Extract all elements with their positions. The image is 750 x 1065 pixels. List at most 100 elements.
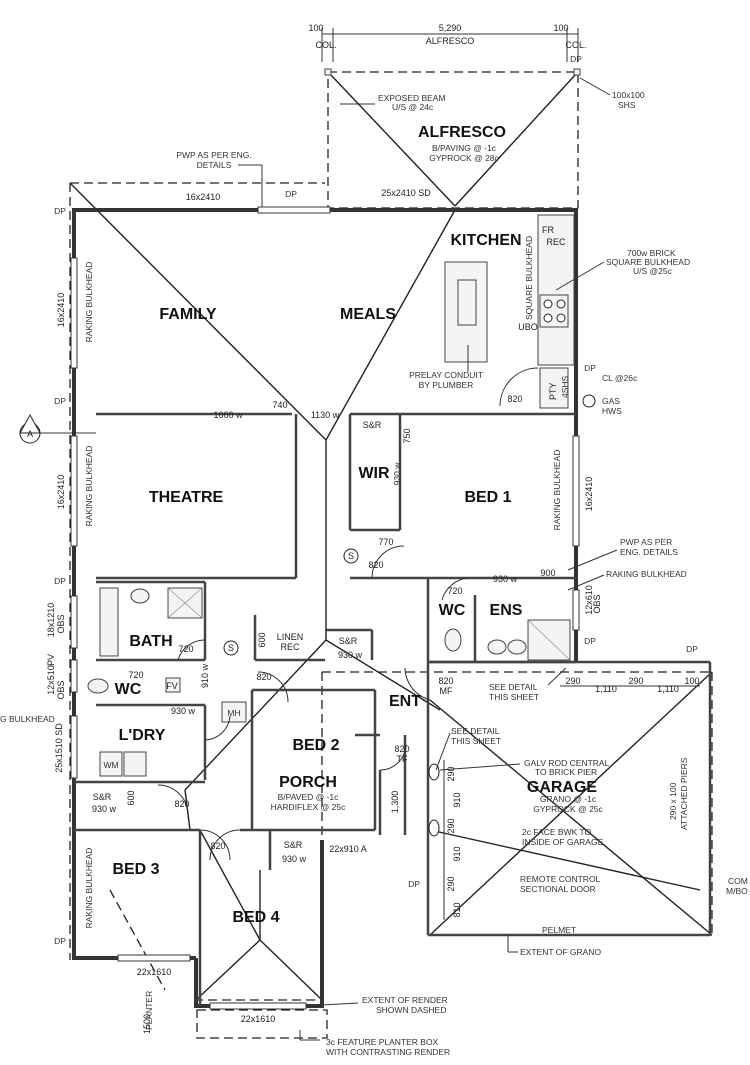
door-930-bed4: 930 w: [282, 854, 307, 864]
label-fr-rec: REC: [546, 237, 566, 247]
door-swings: [157, 367, 539, 861]
room-bed4: BED 4: [232, 909, 279, 926]
room-ens: ENS: [490, 602, 523, 619]
basin-icon: [130, 588, 150, 604]
top-dimension: 100 5,290 100 COL. ALFRESCO COL.: [308, 23, 587, 62]
door-tf: TF: [397, 754, 408, 764]
label-fv: FV: [166, 681, 178, 691]
note-garage-1: GRANO @ -1c: [540, 794, 597, 804]
room-wc: WC: [115, 681, 142, 698]
dim-5290: 5,290: [439, 23, 462, 33]
window-16x2410-right: 16x2410: [584, 477, 594, 512]
label-pty: PTY: [548, 382, 558, 400]
label-dp4: DP: [584, 363, 596, 373]
bathtub-icon: [99, 587, 119, 657]
room-meals: MEALS: [340, 306, 396, 323]
note-pwp-1: PWP AS PER ENG.: [176, 150, 251, 160]
room-labels: ALFRESCO KITCHEN FAMILY MEALS THEATRE WI…: [112, 124, 597, 926]
note-brick-3: U/S @25c: [633, 266, 673, 276]
room-ldry: L'DRY: [119, 727, 166, 744]
col-left-label: COL.: [315, 40, 336, 50]
room-porch: PORCH: [279, 774, 337, 791]
note-gas-1: GAS: [602, 396, 620, 406]
door-1600: 1600 w: [213, 410, 243, 420]
note-com-2: M/BO: [726, 886, 748, 896]
note-galv-2: TO BRICK PIER: [535, 767, 597, 777]
note-com-1: COM: [728, 876, 748, 886]
door-930-wir: 930 w: [392, 462, 402, 486]
note-exposed-beam-2: U/S @ 24c: [392, 102, 434, 112]
gar-dim-910-2: 910: [452, 846, 462, 861]
note-shs-2: SHS: [618, 100, 636, 110]
room-bath: BATH: [129, 633, 172, 650]
window-16x2410-left2: 16x2410: [56, 475, 66, 510]
door-600-linen: 600: [257, 632, 267, 647]
door-930-bed1: 930 w: [493, 574, 518, 584]
door-720-ens: 720: [447, 586, 462, 596]
gar-dim-1110b: 1,110: [657, 684, 679, 694]
ens-basin-icon: [487, 639, 507, 655]
label-dp3: DP: [54, 396, 66, 406]
label-linen: LINEN: [277, 632, 304, 642]
window-22x910: 22x910 A: [329, 844, 367, 854]
laundry-trough-icon: [123, 751, 147, 777]
room-bed1: BED 1: [464, 489, 511, 506]
note-prelay-1: PRELAY CONDUIT: [409, 370, 483, 380]
note-raking-left: G BULKHEAD: [0, 714, 55, 724]
note-piers-1: 290 x 100: [668, 782, 678, 820]
bathroom-fixtures: [87, 587, 571, 777]
note-prelay-2: BY PLUMBER: [419, 380, 474, 390]
roof-hips: [69, 182, 713, 1001]
small-labels: FR REC UBO PTY 4SHS SQUARE BULKHEAD S&R …: [54, 54, 698, 1030]
label-sr-wir: S&R: [363, 420, 382, 430]
label-wm: WM: [103, 760, 118, 770]
note-remote-2: SECTIONAL DOOR: [520, 884, 596, 894]
label-sr-linen: S&R: [339, 636, 358, 646]
note-garage-2: GYPROCK @ 25c: [533, 804, 603, 814]
label-dp8: DP: [408, 879, 420, 889]
label-sr-bed4: S&R: [284, 840, 303, 850]
note-see-detail-2a: SEE DETAIL: [451, 726, 500, 736]
window-22x1610-b: 22x1610: [241, 1014, 276, 1024]
washing-machine-icon: [99, 751, 123, 777]
raking-bulkhead-bed1: RAKING BULKHEAD: [552, 450, 562, 531]
window-labels: 16x2410 25x2410 SD 16x2410 16x2410 18x12…: [46, 188, 602, 1024]
galv-rod-icon: [428, 819, 440, 837]
label-fr: FR: [542, 225, 554, 235]
note-planter-1: 3c FEATURE PLANTER BOX: [326, 1037, 439, 1047]
note-see-detail-1b: THIS SHEET: [489, 692, 539, 702]
dim-100-left: 100: [308, 23, 323, 33]
note-shs-1: 100x100: [612, 90, 645, 100]
label-mh: MH: [227, 708, 240, 718]
room-ent: ENT: [389, 693, 421, 710]
gar-dim-290-3: 290: [446, 876, 456, 891]
gar-dim-290a: 290: [565, 676, 580, 686]
room-garage: GARAGE: [527, 779, 598, 796]
note-porch-2: HARDIFLEX @ 25c: [271, 802, 347, 812]
note-facebwk-2: INSIDE OF GARAGE: [522, 837, 604, 847]
door-820-bed2: 820: [256, 672, 271, 682]
door-1500: 1500: [142, 1014, 152, 1034]
label-dp5: DP: [54, 576, 66, 586]
door-770: 770: [378, 537, 393, 547]
window-25x1510: 25x1510 SD: [54, 723, 64, 773]
note-pwp2-2: ENG. DETAILS: [620, 547, 678, 557]
note-grano: EXTENT OF GRANO: [520, 947, 601, 957]
door-820-pty: 820: [507, 394, 522, 404]
gar-dim-290b: 290: [628, 676, 643, 686]
label-pty-shs: 4SHS: [560, 375, 570, 398]
note-pelmet: PELMET: [542, 925, 576, 935]
note-raking: RAKING BULKHEAD: [606, 569, 687, 579]
notes: EXPOSED BEAM U/S @ 24c B/PAVING @ -1c GY…: [0, 77, 748, 1057]
room-theatre: THEATRE: [149, 489, 224, 506]
ens-basin2-icon: [507, 639, 527, 655]
window-pv: PV: [46, 654, 56, 666]
door-820-bed1: 820: [368, 560, 383, 570]
room-wir: WIR: [358, 465, 390, 482]
note-render-1: EXTENT OF RENDER: [362, 995, 448, 1005]
note-see-detail-2b: THIS SHEET: [451, 736, 501, 746]
door-600-sr: 600: [126, 790, 136, 805]
door-900: 900: [540, 568, 555, 578]
smoke-detector-icon: [343, 548, 359, 564]
